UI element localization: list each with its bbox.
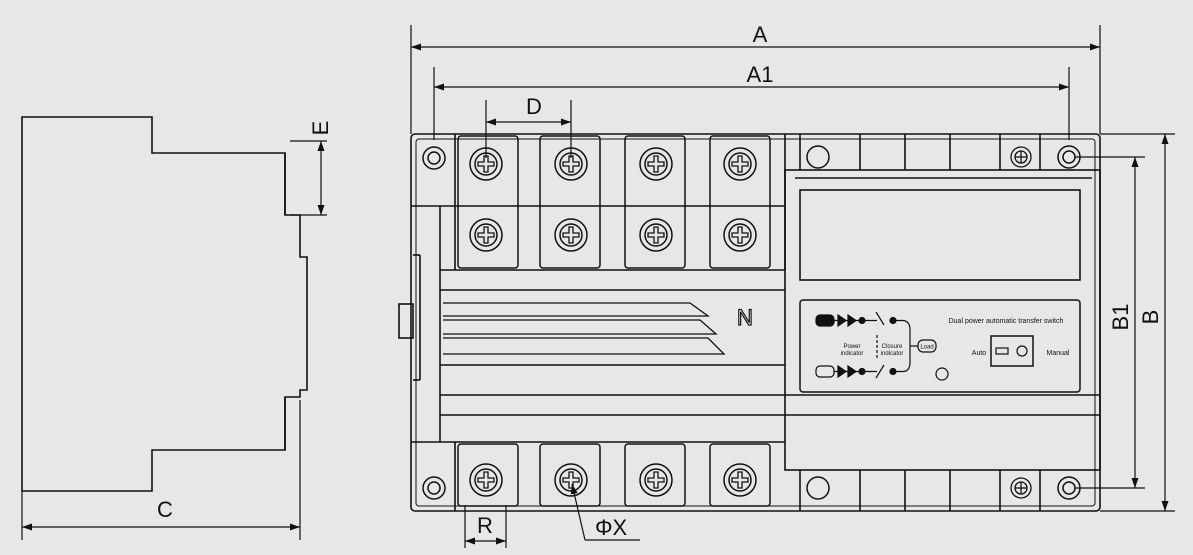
panel-schematic <box>815 311 949 381</box>
dimension-a1 <box>433 67 1070 140</box>
terminal-screw-mid-2 <box>554 218 588 252</box>
closure-indicator-label-2: indicator <box>881 351 904 357</box>
terminal-screw-bottom-4 <box>723 463 757 497</box>
controller-module <box>784 169 1101 471</box>
mode-switch-knob <box>1016 345 1028 357</box>
terminal-screw-bottom-3 <box>639 463 673 497</box>
decorative-stripes <box>443 302 726 355</box>
terminal-screw-mid-4 <box>723 218 757 252</box>
terminal-screw-top-4 <box>723 147 757 181</box>
control-panel <box>799 299 1081 393</box>
manual-label: Manual <box>1047 350 1070 357</box>
side-view-outline <box>21 116 308 492</box>
mode-switch[interactable] <box>990 335 1034 367</box>
terminal-screw-top-3 <box>639 147 673 181</box>
closure-indicator-label-1: Closure <box>882 344 903 350</box>
load-label: Load <box>920 345 933 351</box>
power-indicator-label-2: indicator <box>841 351 864 357</box>
top-ground-screw <box>1010 146 1032 168</box>
side-view <box>21 116 308 492</box>
dimension-label-c: C <box>157 497 173 522</box>
top-pin <box>806 145 830 169</box>
dimension-label-phix: ΦX <box>595 515 628 540</box>
power-indicator-label-1: Power <box>843 344 860 350</box>
dimension-label-a: A <box>753 22 768 47</box>
mounting-hole-top-left <box>422 146 446 170</box>
dimension-label-d: D <box>526 94 542 119</box>
dimension-label-b1: B1 <box>1108 304 1133 331</box>
dimension-label-r: R <box>477 513 493 538</box>
dimension-label-e: E <box>308 121 333 136</box>
dimension-label-a1: A1 <box>747 62 774 87</box>
dimension-b <box>1100 133 1175 512</box>
terminal-screw-mid-3 <box>639 218 673 252</box>
pole-letter: N <box>737 305 753 330</box>
dimension-phix <box>570 483 640 541</box>
dimension-label-b: B <box>1138 310 1163 325</box>
mounting-hole-bottom-left <box>422 476 446 500</box>
dimension-a <box>410 25 1101 134</box>
display-window <box>799 189 1081 281</box>
din-rail-clip <box>398 303 414 339</box>
terminal-screw-bottom-2 <box>554 463 588 497</box>
bottom-pin <box>806 476 830 500</box>
dimension-b1 <box>1075 156 1145 489</box>
terminal-screw-top-1 <box>469 147 503 181</box>
terminal-screw-top-2 <box>554 147 588 181</box>
panel-title: Dual power automatic transfer switch <box>949 318 1064 325</box>
dimension-e <box>290 140 327 216</box>
mode-switch-slot <box>995 347 1009 355</box>
auto-label: Auto <box>972 350 987 357</box>
dimension-c <box>21 400 301 540</box>
terminal-screw-mid-1 <box>469 218 503 252</box>
terminal-screw-bottom-1 <box>469 463 503 497</box>
dimension-r <box>464 505 507 548</box>
bottom-ground-screw <box>1010 477 1032 499</box>
terminal-housings <box>457 135 771 507</box>
